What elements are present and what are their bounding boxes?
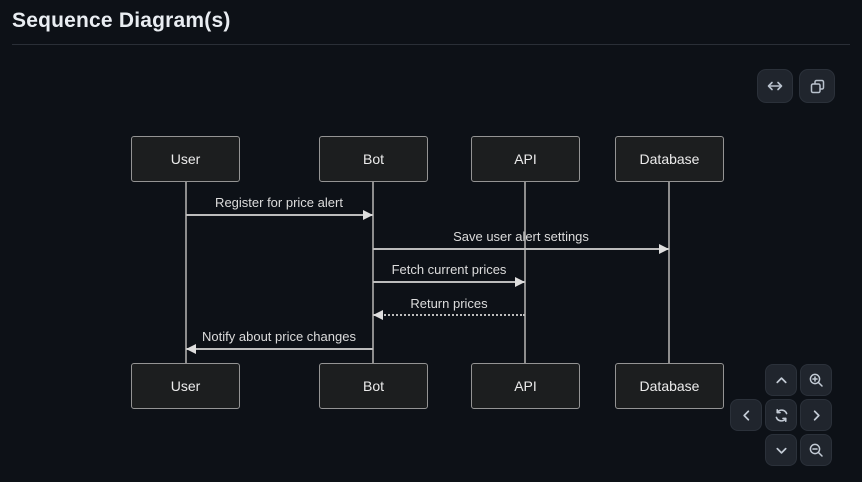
pan-left-button[interactable] [730, 399, 762, 431]
actor-label: Database [639, 378, 700, 394]
actor-box-database-bottom: Database [615, 363, 724, 409]
pan-zoom-controls [730, 364, 832, 466]
pad-spacer [730, 364, 762, 396]
actor-box-user-bottom: User [131, 363, 240, 409]
actor-label: User [170, 378, 201, 394]
actor-label: Database [639, 151, 700, 167]
magnifier-minus-icon [809, 443, 823, 457]
lifeline-bot [372, 182, 374, 363]
actor-box-bot-bottom: Bot [319, 363, 428, 409]
message-label-notify-about-price-changes: Notify about price changes [202, 329, 356, 344]
fit-width-button[interactable] [757, 69, 793, 103]
pan-up-button[interactable] [765, 364, 797, 396]
actor-box-database-top: Database [615, 136, 724, 182]
actor-box-bot-top: Bot [319, 136, 428, 182]
zoom-out-button[interactable] [800, 434, 832, 466]
header-divider [12, 44, 850, 45]
message-arrow-api-to-bot [373, 310, 525, 320]
actor-box-api-bottom: API [471, 363, 580, 409]
actor-label: Bot [362, 151, 384, 167]
actor-label: User [170, 151, 201, 167]
zoom-in-button[interactable] [800, 364, 832, 396]
chevron-right-icon [813, 409, 820, 421]
actor-label: API [514, 151, 537, 167]
lifeline-database [668, 182, 670, 363]
chevron-down-icon [775, 447, 787, 454]
message-arrow-bot-to-user [186, 344, 373, 354]
reset-view-button[interactable] [765, 399, 797, 431]
message-arrow-user-to-bot [186, 210, 373, 220]
message-arrow-bot-to-database [373, 244, 669, 254]
actor-label: API [514, 378, 537, 394]
chevron-left-icon [742, 409, 749, 421]
pan-right-button[interactable] [800, 399, 832, 431]
refresh-icon [775, 408, 787, 422]
arrows-horizontal-icon [767, 81, 783, 91]
chevron-up-icon [775, 376, 787, 383]
message-label-return-prices: Return prices [410, 296, 488, 311]
message-label-register-for-price-alert: Register for price alert [215, 195, 343, 210]
lifeline-user [185, 182, 187, 363]
actor-label: Bot [362, 378, 384, 394]
actor-box-api-top: API [471, 136, 580, 182]
copy-button[interactable] [799, 69, 835, 103]
pad-spacer [730, 434, 762, 466]
magnifier-plus-icon [809, 373, 823, 387]
actor-box-user-top: User [131, 136, 240, 182]
message-label-fetch-current-prices: Fetch current prices [391, 262, 507, 277]
copy-icon [810, 79, 824, 93]
lifeline-api [524, 182, 526, 363]
page-title: Sequence Diagram(s) [12, 9, 231, 32]
message-label-save-user-alert-settings: Save user alert settings [453, 229, 589, 244]
pan-down-button[interactable] [765, 434, 797, 466]
message-arrow-bot-to-api [373, 277, 525, 287]
